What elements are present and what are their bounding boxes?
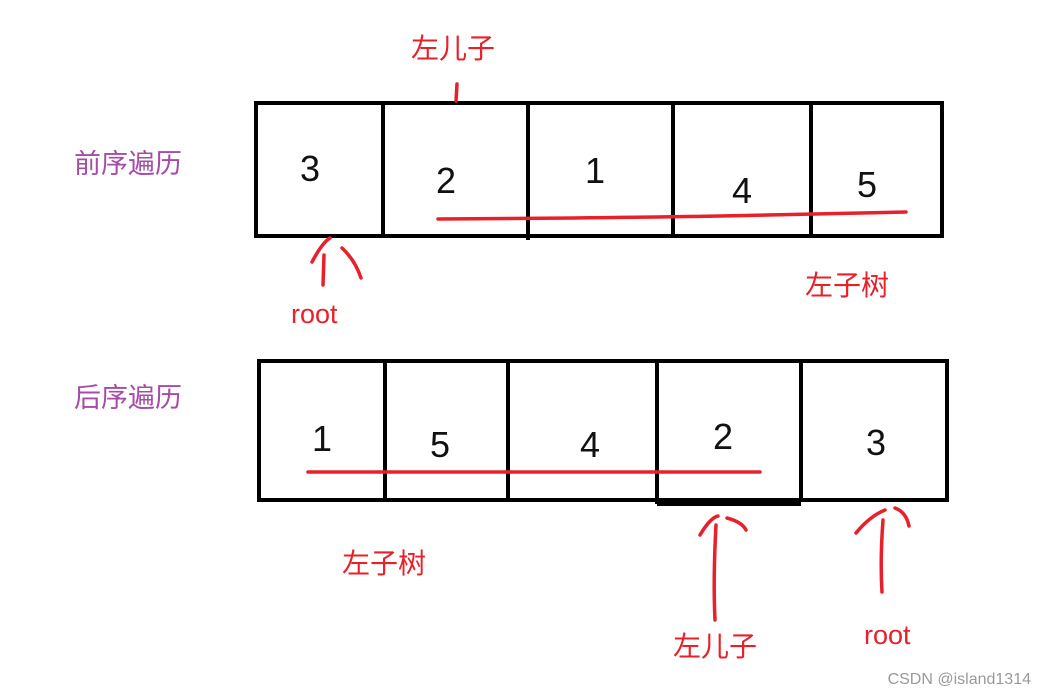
postorder-left-child-arrow [698, 514, 748, 622]
postorder-cell-value: 3 [866, 422, 887, 463]
postorder-cell-value: 2 [713, 416, 734, 457]
preorder-left-subtree-label: 左子树 [805, 269, 890, 302]
left-child-pointer-line [454, 82, 459, 103]
postorder-left-child-label: 左儿子 [673, 630, 758, 663]
postorder-root-arrow [854, 506, 911, 594]
postorder-left-subtree-label: 左子树 [342, 547, 427, 580]
preorder-cell-value: 5 [857, 164, 878, 205]
preorder-cell-value: 2 [436, 160, 457, 201]
preorder-left-subtree-underline [436, 210, 908, 221]
preorder-array-outline [254, 101, 944, 238]
postorder-cell-value: 5 [430, 424, 451, 465]
preorder-cell-value: 4 [732, 170, 753, 211]
preorder-left-child-label: 左儿子 [411, 32, 496, 65]
postorder-root-label: root [864, 620, 911, 650]
postorder-cell-value: 4 [580, 424, 601, 465]
postorder-array [257, 359, 949, 506]
preorder-cell-value: 3 [300, 148, 321, 189]
postorder-cell-value: 1 [312, 418, 333, 459]
watermark: CSDN @island1314 [887, 671, 1031, 688]
preorder-row-label: 前序遍历 [74, 149, 182, 180]
preorder-cell-value: 1 [585, 150, 606, 191]
postorder-row-label: 后序遍历 [74, 383, 182, 414]
postorder-array-outline [257, 359, 949, 502]
preorder-root-arrow [310, 236, 363, 287]
preorder-root-label: root [291, 299, 338, 329]
